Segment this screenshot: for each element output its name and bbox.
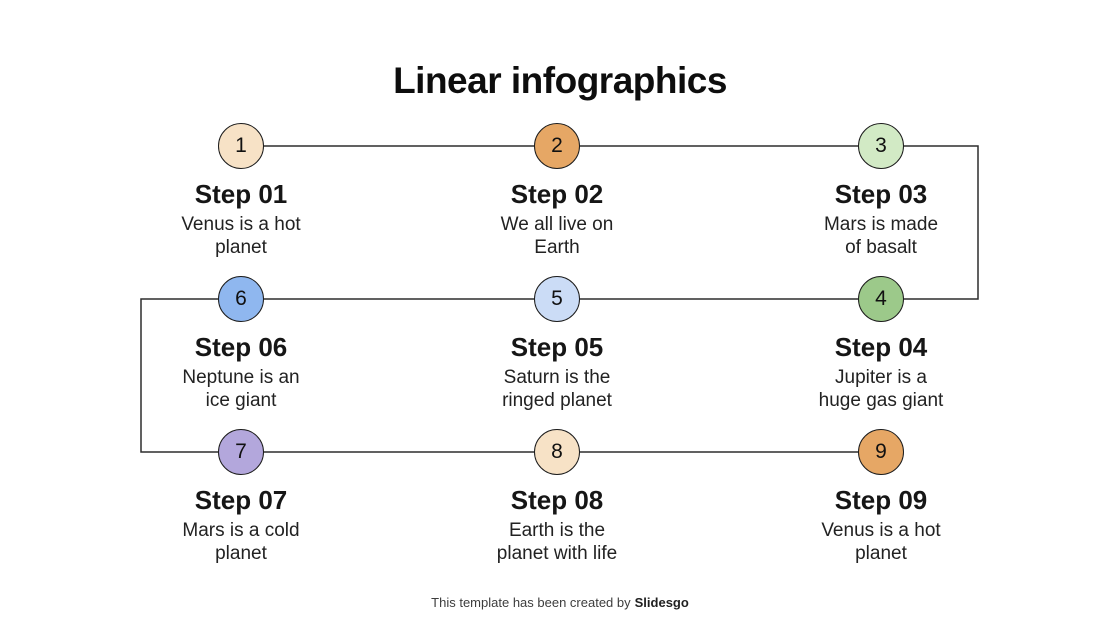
footer-text: This template has been created by: [431, 595, 631, 610]
step-description: Neptune is an ice giant: [182, 367, 300, 411]
step-number-badge: 7: [218, 429, 264, 475]
step-label: Step 01: [194, 179, 288, 209]
step-number-badge: 4: [858, 276, 904, 322]
step-label: Step 09: [834, 485, 928, 515]
step-description: Earth is the planet with life: [496, 520, 618, 564]
page-title: Linear infographics: [393, 60, 727, 101]
step-description: Mars is made of basalt: [823, 214, 939, 258]
step-description: Venus is a hot planet: [821, 520, 941, 564]
step-label: Step 08: [510, 485, 604, 515]
step-description: Jupiter is a huge gas giant: [818, 367, 944, 411]
step-description: Venus is a hot planet: [181, 214, 301, 258]
step-label: Step 02: [510, 179, 604, 209]
step-number-badge: 9: [858, 429, 904, 475]
step-label: Step 05: [510, 332, 604, 362]
step-number-badge: 2: [534, 123, 580, 169]
step-label: Step 03: [834, 179, 928, 209]
step-number-badge: 5: [534, 276, 580, 322]
step-description: Saturn is the ringed planet: [502, 367, 612, 411]
step-number-badge: 1: [218, 123, 264, 169]
footer-brand: Slidesgo: [634, 595, 689, 610]
step-label: Step 04: [834, 332, 928, 362]
step-label: Step 07: [194, 485, 288, 515]
step-description: We all live on Earth: [500, 214, 614, 258]
step-description: Mars is a cold planet: [182, 520, 300, 564]
step-number-badge: 3: [858, 123, 904, 169]
step-label: Step 06: [194, 332, 288, 362]
step-number-badge: 6: [218, 276, 264, 322]
step-number-badge: 8: [534, 429, 580, 475]
